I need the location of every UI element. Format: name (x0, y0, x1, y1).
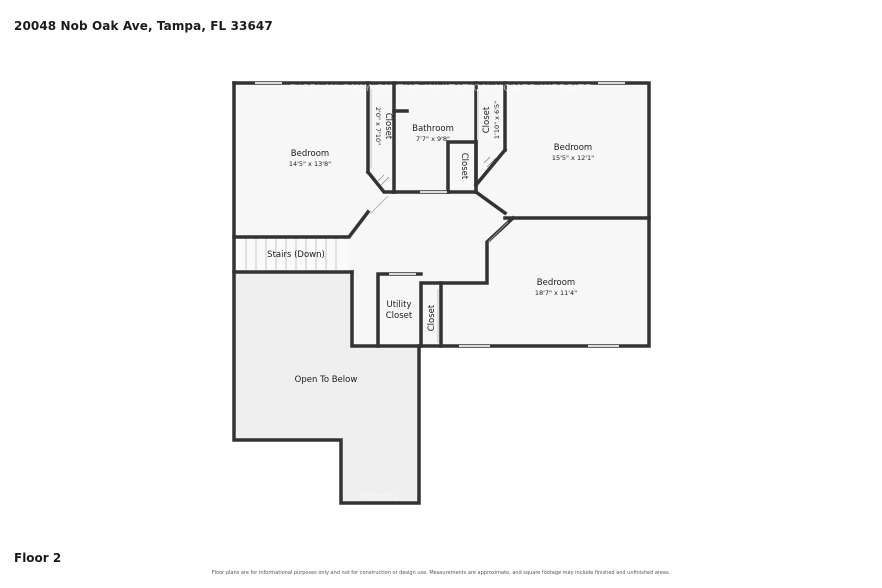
bedroom-nw-name: Bedroom (291, 149, 329, 159)
bedroom-nw-dims: 14'5" x 13'8" (289, 160, 331, 168)
floor-label: Floor 2 (14, 551, 62, 565)
closet-se-name: Closet (427, 304, 437, 331)
utility-closet-name-2: Closet (386, 311, 413, 321)
closet-nw-name: Closet (383, 113, 393, 140)
stairs-name: Stairs (Down) (267, 250, 325, 260)
watermark-bottom: Homes (360, 492, 400, 503)
bedroom-ne-dims: 15'5" x 12'1" (552, 154, 594, 162)
bedroom-se-name: Bedroom (537, 278, 575, 288)
open-to-below-area (234, 272, 419, 503)
bathroom-name: Bathroom (412, 124, 454, 134)
stairs-treads (236, 238, 348, 270)
door-swings (369, 195, 509, 243)
disclaimer: Floor plans are for informational purpos… (211, 570, 671, 576)
bathroom-dims: 7'7" x 9'8" (416, 135, 450, 143)
property-address: 20048 Nob Oak Ave, Tampa, FL 33647 (14, 19, 273, 33)
utility-closet-name-1: Utility (386, 300, 411, 310)
closet-nw-dims: 2'0" x 7'10" (374, 107, 382, 145)
bedroom-se-dims: 18'7" x 11'4" (535, 289, 577, 297)
open-to-below-name: Open To Below (295, 375, 358, 385)
bedroom-ne-name: Bedroom (554, 143, 592, 153)
window-openings (255, 82, 625, 347)
closet-ne-name: Closet (482, 106, 492, 133)
closet-hatching (377, 156, 497, 186)
closet-bath-name: Closet (459, 153, 469, 180)
closet-ne-dims: 1'10" x 6'5" (493, 101, 501, 139)
watermark-top: DISPLAY ONLY ON THE INVITATION HOMES WEB… (290, 83, 592, 94)
